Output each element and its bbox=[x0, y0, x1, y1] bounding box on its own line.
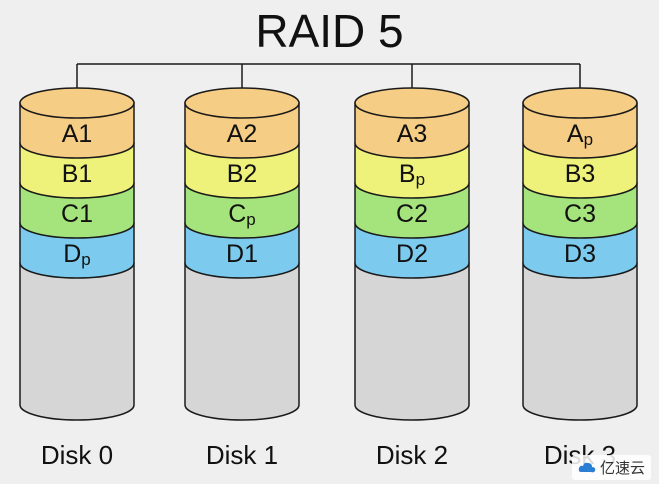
block-label-a3: A3 bbox=[397, 120, 428, 148]
disk-top-cap bbox=[19, 87, 135, 119]
disk-top-cap bbox=[184, 87, 300, 119]
block-label-ap: Ap bbox=[567, 120, 593, 149]
block-label-c3: C3 bbox=[564, 200, 596, 228]
disk-top-cap bbox=[354, 87, 470, 119]
diagram-title: RAID 5 bbox=[255, 5, 404, 57]
empty-space bbox=[522, 262, 638, 421]
watermark-text: 亿速云 bbox=[599, 459, 645, 477]
block-label-b1: B1 bbox=[62, 160, 93, 188]
block-label-d2: D2 bbox=[396, 240, 428, 268]
disk-label-2: Disk 2 bbox=[375, 440, 449, 470]
block-label-b3: B3 bbox=[565, 160, 596, 188]
block-label-d3: D3 bbox=[564, 240, 596, 268]
disk-label-1: Disk 1 bbox=[205, 440, 279, 470]
bus-connector bbox=[76, 63, 581, 103]
block-label-c2: C2 bbox=[396, 200, 428, 228]
empty-space bbox=[19, 262, 135, 421]
block-label-dp: Dp bbox=[63, 240, 91, 269]
block-label-c1: C1 bbox=[61, 200, 93, 228]
block-label-a1: A1 bbox=[62, 120, 93, 148]
block-label-bp: Bp bbox=[399, 160, 425, 189]
watermark: 亿速云 bbox=[571, 455, 651, 480]
empty-space bbox=[354, 262, 470, 421]
block-label-d1: D1 bbox=[226, 240, 258, 268]
block-label-b2: B2 bbox=[227, 160, 258, 188]
cloud-logo-icon bbox=[578, 462, 596, 472]
block-label-cp: Cp bbox=[228, 200, 256, 229]
empty-space bbox=[184, 262, 300, 421]
block-label-a2: A2 bbox=[227, 120, 258, 148]
disk-top-cap bbox=[522, 87, 638, 119]
disk-label-0: Disk 0 bbox=[40, 440, 114, 470]
